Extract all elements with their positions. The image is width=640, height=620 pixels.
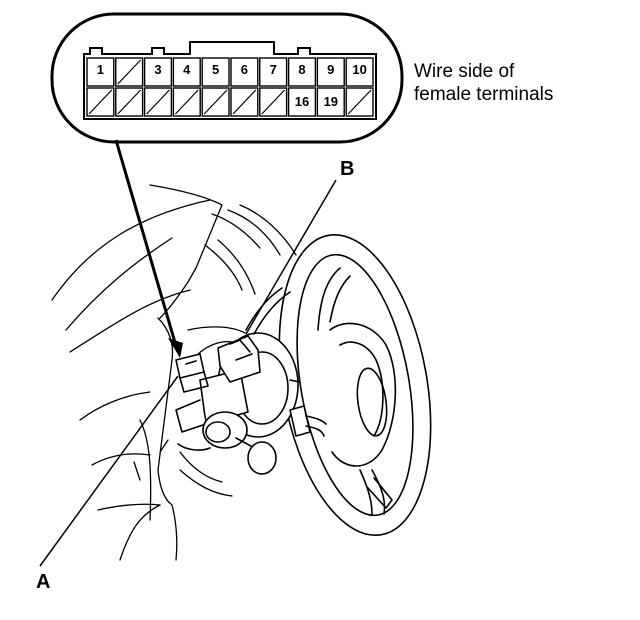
connector-caption-line1: Wire side of: [414, 61, 515, 82]
terminal-cell: [143, 57, 173, 87]
terminal-cell: [172, 57, 201, 87]
terminal-cell: [230, 57, 259, 87]
connector-inset: 1 3 4 5 6 7 8 9 10 16 19 Wire side of female termi…: [50, 12, 553, 144]
terminal-number: 3: [154, 62, 161, 77]
switch-assembly: [175, 287, 327, 475]
terminal-cell: [86, 57, 115, 87]
empty-terminal-slash: [117, 89, 142, 115]
terminal-number: 19: [324, 94, 338, 109]
terminal-cell: [259, 57, 288, 87]
empty-terminal-slash: [146, 89, 170, 115]
terminal-number: 10: [352, 62, 366, 77]
leader-a: [39, 375, 179, 567]
empty-terminal-slash: [203, 89, 228, 115]
terminal-cell: [316, 87, 345, 117]
terminal-number: 9: [327, 62, 334, 77]
terminal-cell: [316, 57, 345, 87]
connector-a-body: [175, 353, 205, 379]
dashboard-drawing: [51, 184, 297, 561]
terminal-number: 4: [183, 62, 191, 77]
empty-terminal-slash: [174, 89, 199, 115]
inset-arrow-head: [168, 338, 183, 358]
terminal-number: 1: [97, 62, 104, 77]
terminal-grid: 1 3 4 5 6 7 8 9 10 16 19: [86, 57, 374, 117]
terminal-number: 5: [212, 62, 219, 77]
callout-b: B: [340, 158, 354, 180]
empty-terminal-slash: [88, 89, 113, 115]
terminal-cell: [287, 57, 317, 87]
terminal-number: 8: [298, 62, 305, 77]
empty-terminal-slash: [232, 89, 257, 115]
terminal-cell: [201, 57, 230, 87]
terminal-number: 16: [295, 94, 309, 109]
empty-terminal-slash: [117, 59, 142, 85]
inset-arrow-line: [114, 139, 178, 347]
terminal-number: 7: [270, 62, 277, 77]
leader-b: [245, 179, 337, 335]
empty-terminal-slash: [347, 89, 372, 115]
terminal-cell: [345, 57, 374, 87]
leader-lines: [39, 139, 337, 567]
terminal-number: 6: [241, 62, 248, 77]
connector-caption-line2: female terminals: [414, 84, 553, 105]
terminal-cell: [287, 87, 317, 117]
callout-a: A: [36, 571, 50, 593]
empty-terminal-slash: [261, 89, 286, 115]
